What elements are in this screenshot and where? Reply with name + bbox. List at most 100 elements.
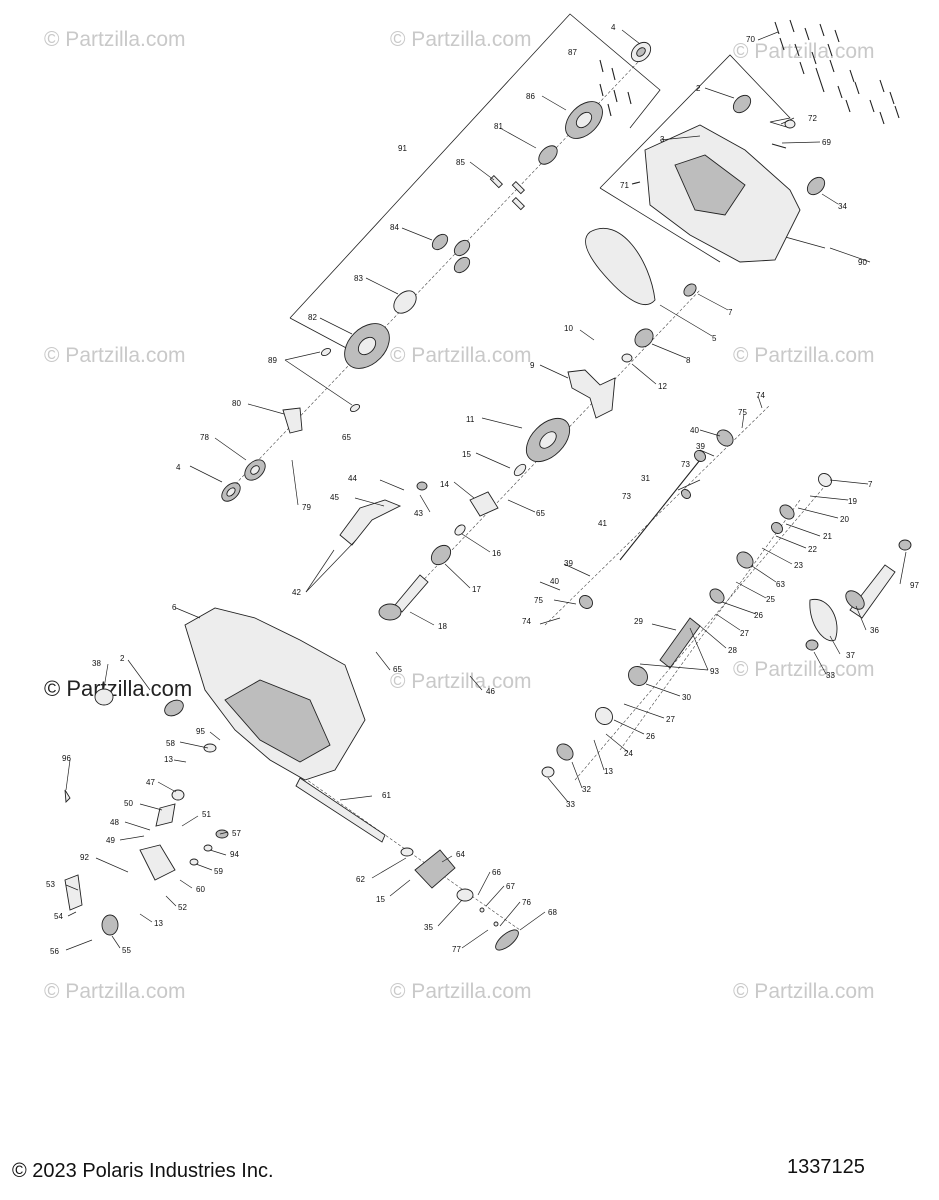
callout: 13 [164, 755, 173, 764]
callout: 43 [414, 509, 423, 518]
callout: 32 [582, 785, 591, 794]
callout: 50 [124, 799, 133, 808]
callout: 24 [624, 749, 633, 758]
diagram-number: 1337125 [787, 1156, 865, 1178]
watermark: © Partzilla.com [44, 28, 186, 51]
callout: 17 [472, 585, 481, 594]
callout: 5 [712, 334, 717, 343]
callout: 36 [870, 626, 879, 635]
callout: 33 [826, 671, 835, 680]
callout: 9 [530, 361, 535, 370]
lower-left-parts [64, 743, 229, 936]
callout: 65 [536, 509, 545, 518]
callout: 6 [172, 603, 177, 612]
callout: 89 [268, 356, 277, 365]
callout: 73 [622, 492, 631, 501]
callout: 2 [696, 84, 701, 93]
callout: 72 [808, 114, 817, 123]
callout: 39 [564, 559, 573, 568]
callout: 14 [440, 480, 449, 489]
callout: 75 [738, 408, 747, 417]
callout: 4 [611, 23, 616, 32]
watermark: © Partzilla.com [390, 980, 532, 1003]
callout: 79 [302, 503, 311, 512]
watermark: © Partzilla.com [44, 980, 186, 1003]
callout: 58 [166, 739, 175, 748]
callout: 26 [646, 732, 655, 741]
callout: 91 [398, 144, 407, 153]
watermark: © Partzilla.com [44, 344, 186, 367]
right-shaft-assembly [541, 429, 832, 778]
callout: 54 [54, 912, 63, 921]
watermark: © Partzilla.com [733, 658, 875, 681]
watermark: © Partzilla.com [390, 28, 532, 51]
callout: 38 [92, 659, 101, 668]
callout: 75 [534, 596, 543, 605]
callout: 55 [122, 946, 131, 955]
callout: 27 [666, 715, 675, 724]
callout: 74 [756, 391, 765, 400]
case-half-left [94, 607, 366, 781]
callout: 78 [200, 433, 209, 442]
callout: 15 [462, 450, 471, 459]
callout: 74 [522, 617, 531, 626]
callout: 15 [376, 895, 385, 904]
callout: 69 [822, 138, 831, 147]
callout: 96 [62, 754, 71, 763]
callout: 90 [858, 258, 867, 267]
callout: 45 [330, 493, 339, 502]
callout: 33 [566, 800, 575, 809]
callout: 22 [808, 545, 817, 554]
watermark-layer: © Partzilla.com © Partzilla.com © Partzi… [44, 28, 875, 1003]
callout: 73 [681, 460, 690, 469]
callout: 57 [232, 829, 241, 838]
callout-labels: 4 87 70 2 72 86 81 69 3 91 85 71 34 84 9… [46, 23, 919, 956]
callout: 25 [766, 595, 775, 604]
callout: 4 [176, 463, 181, 472]
callout: 64 [456, 850, 465, 859]
callout: 8 [686, 356, 691, 365]
callout: 76 [522, 898, 531, 907]
callout: 40 [550, 577, 559, 586]
callout: 28 [728, 646, 737, 655]
callout: 60 [196, 885, 205, 894]
copyright-text: © 2023 Polaris Industries Inc. [12, 1160, 274, 1182]
callout: 21 [823, 532, 832, 541]
watermark: © Partzilla.com [390, 670, 532, 693]
case-half-right [631, 94, 826, 263]
callout: 39 [696, 442, 705, 451]
callout: 63 [776, 580, 785, 589]
callout: 20 [840, 515, 849, 524]
output-shaft [295, 777, 519, 951]
callout: 67 [506, 882, 515, 891]
far-right-shaft [805, 539, 912, 651]
callout: 49 [106, 836, 115, 845]
callout: 84 [390, 223, 399, 232]
callout: 46 [486, 687, 495, 696]
callout: 85 [456, 158, 465, 167]
callout: 7 [728, 308, 733, 317]
callout: 2 [120, 654, 125, 663]
callout: 44 [348, 474, 357, 483]
callout: 66 [492, 868, 501, 877]
callout: 13 [154, 919, 163, 928]
callout: 65 [393, 665, 402, 674]
callout: 95 [196, 727, 205, 736]
callout: 16 [492, 549, 501, 558]
callout: 83 [354, 274, 363, 283]
callout: 59 [214, 867, 223, 876]
callout: 81 [494, 122, 503, 131]
callout: 12 [658, 382, 667, 391]
callout: 61 [382, 791, 391, 800]
callout: 71 [620, 181, 629, 190]
callout: 18 [438, 622, 447, 631]
callout: 23 [794, 561, 803, 570]
callout: 11 [466, 415, 475, 424]
callout: 82 [308, 313, 317, 322]
callout: 27 [740, 629, 749, 638]
callout: 65 [342, 433, 351, 442]
callout: 10 [564, 324, 573, 333]
callout: 97 [910, 581, 919, 590]
callout: 37 [846, 651, 855, 660]
callout: 52 [178, 903, 187, 912]
